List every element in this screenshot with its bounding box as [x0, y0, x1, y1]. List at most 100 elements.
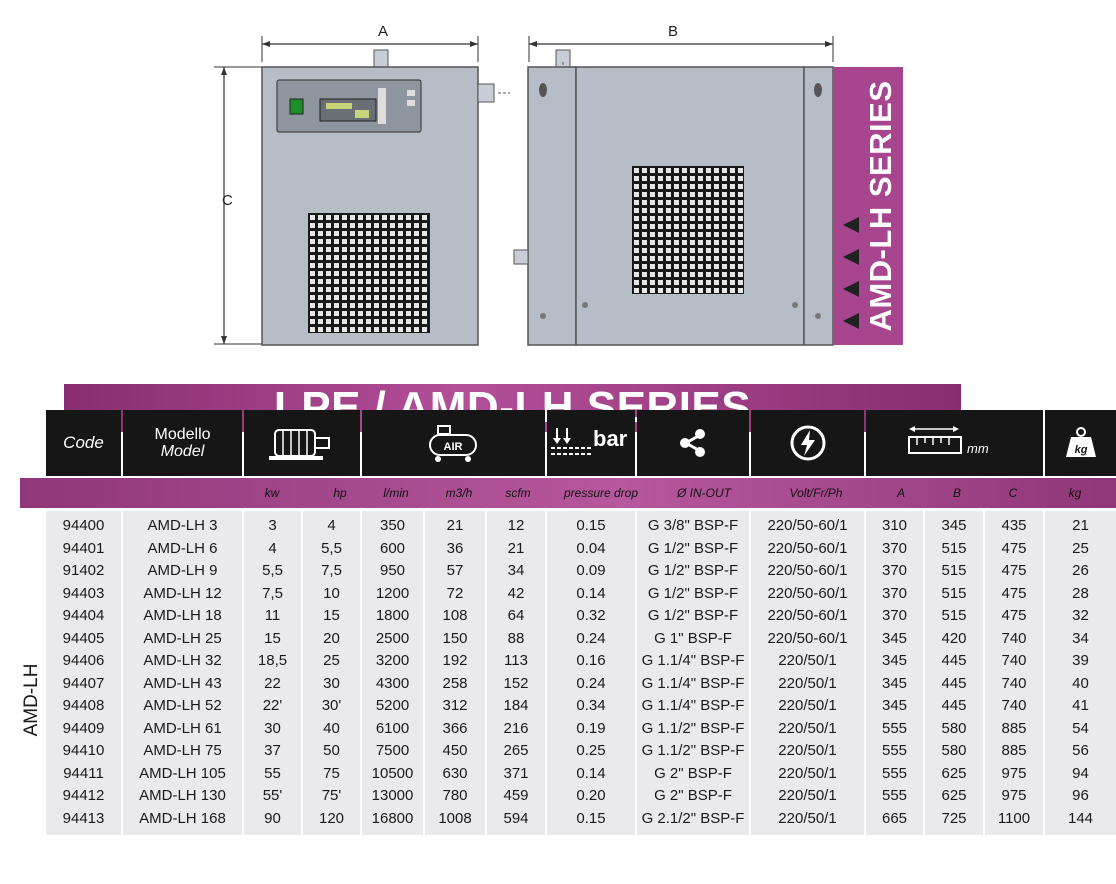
cell-in-out: G 1/2" BSP-F: [647, 607, 739, 624]
col-lmin-bg: [362, 511, 423, 835]
cell-dim-b: 625: [941, 787, 967, 804]
bar-label: bar: [593, 426, 628, 451]
cell-dim-a: 310: [881, 517, 908, 534]
unit-c: C: [1008, 486, 1018, 500]
cell-kw: 18,5: [257, 652, 288, 669]
cell-weight: 32: [1072, 607, 1089, 624]
cell-model: AMD-LH 12: [143, 584, 222, 602]
cell-in-out: G 1.1/4" BSP-F: [641, 697, 745, 714]
cell-lmin: 350: [379, 517, 406, 534]
cell-m3h: 366: [442, 719, 468, 737]
weight-icon: kg: [1065, 427, 1096, 457]
air-label: AIR: [443, 441, 462, 453]
header-connection: [637, 410, 749, 476]
cell-volt: 220/50-60/1: [767, 629, 848, 647]
cell-scfm: 88: [507, 629, 525, 647]
cell-pressure-drop: 0.24: [576, 674, 606, 692]
cell-volt: 220/50-60/1: [767, 517, 848, 534]
header-code-label: Code: [63, 433, 104, 452]
mm-label: mm: [967, 441, 989, 456]
cell-lmin: 2500: [375, 629, 410, 647]
header-power: [751, 410, 864, 476]
col-code-bg: [46, 511, 121, 835]
cell-pressure-drop: 0.15: [576, 517, 606, 534]
header-weight: kg: [1045, 410, 1116, 476]
cell-m3h: 57: [446, 562, 464, 579]
unit-hp: hp: [333, 486, 347, 500]
cell-kw: 55': [262, 787, 283, 804]
cell-model: AMD-LH 52: [143, 697, 222, 714]
cell-dim-b: 515: [941, 584, 967, 602]
cell-kw: 3: [268, 517, 277, 534]
cell-dim-c: 885: [1001, 719, 1027, 737]
cell-m3h: 630: [442, 764, 468, 782]
unit-pressure-drop: pressure drop: [563, 486, 639, 500]
cell-weight: 56: [1072, 742, 1089, 759]
cell-dim-b: 345: [941, 517, 967, 534]
cell-model: AMD-LH 32: [143, 652, 222, 669]
col-inout-bg: [637, 511, 749, 835]
cell-scfm: 265: [503, 742, 529, 759]
header-model-it: Modello: [154, 426, 211, 443]
unit-in-out: Ø IN-OUT: [677, 486, 731, 500]
cell-dim-a: 345: [881, 652, 908, 669]
cell-dim-c: 975: [1001, 787, 1027, 804]
cell-lmin: 7500: [375, 742, 410, 759]
cell-weight: 26: [1072, 562, 1089, 579]
air-compressor-icon: AIR: [428, 425, 477, 462]
cell-dim-b: 445: [941, 674, 967, 692]
col-model-bg: [123, 511, 242, 835]
cell-kw: 30: [264, 719, 281, 737]
cell-dim-a: 555: [881, 742, 908, 759]
cell-lmin: 1200: [375, 584, 410, 602]
cell-volt: 220/50/1: [778, 809, 837, 827]
unit-kw: kw: [264, 486, 280, 500]
cell-weight: 94: [1072, 764, 1089, 782]
cell-volt: 220/50/1: [778, 764, 837, 782]
cell-hp: 75: [323, 764, 340, 782]
cell-kw: 55: [264, 764, 281, 782]
cell-volt: 220/50/1: [778, 697, 837, 714]
cell-in-out: G 1/2" BSP-F: [647, 584, 739, 602]
cell-lmin: 4300: [375, 674, 410, 692]
cell-volt: 220/50/1: [778, 787, 837, 804]
cell-dim-a: 555: [881, 787, 908, 804]
cell-lmin: 950: [379, 562, 406, 579]
cell-lmin: 6100: [375, 719, 410, 737]
dim-b-label: B: [668, 23, 678, 40]
share-connection-icon: [680, 429, 705, 457]
cell-dim-a: 665: [881, 809, 908, 827]
cell-lmin: 600: [379, 539, 406, 557]
cell-scfm: 459: [503, 787, 529, 804]
cell-hp: 75': [321, 787, 342, 804]
cell-pressure-drop: 0.20: [576, 787, 606, 804]
motor-icon: [269, 429, 330, 460]
cell-m3h: 1008: [438, 809, 472, 827]
cell-model: AMD-LH 105: [139, 764, 226, 782]
cell-kw: 7,5: [262, 584, 283, 602]
front-view: A C: [214, 23, 510, 346]
unit-b: B: [952, 486, 961, 500]
cell-volt: 220/50/1: [778, 652, 837, 669]
header-air: AIR: [362, 410, 545, 476]
cell-in-out: G 2" BSP-F: [654, 787, 732, 804]
unit-kg: kg: [1068, 486, 1082, 500]
cell-dim-c: 475: [1001, 562, 1027, 579]
cell-weight: 96: [1072, 787, 1089, 804]
cell-dim-a: 370: [881, 584, 908, 602]
table-header: Code Modello Model AIR: [46, 410, 1116, 476]
series-side-tag-label: AMD-LH SERIES: [862, 80, 898, 332]
unit-a: A: [896, 486, 905, 500]
cell-dim-b: 580: [941, 742, 967, 759]
cell-in-out: G 1.1/2" BSP-F: [641, 719, 745, 737]
cell-dim-a: 370: [881, 539, 908, 557]
cell-m3h: 258: [442, 674, 468, 692]
cell-pressure-drop: 0.19: [576, 719, 606, 737]
cell-hp: 4: [327, 517, 336, 534]
